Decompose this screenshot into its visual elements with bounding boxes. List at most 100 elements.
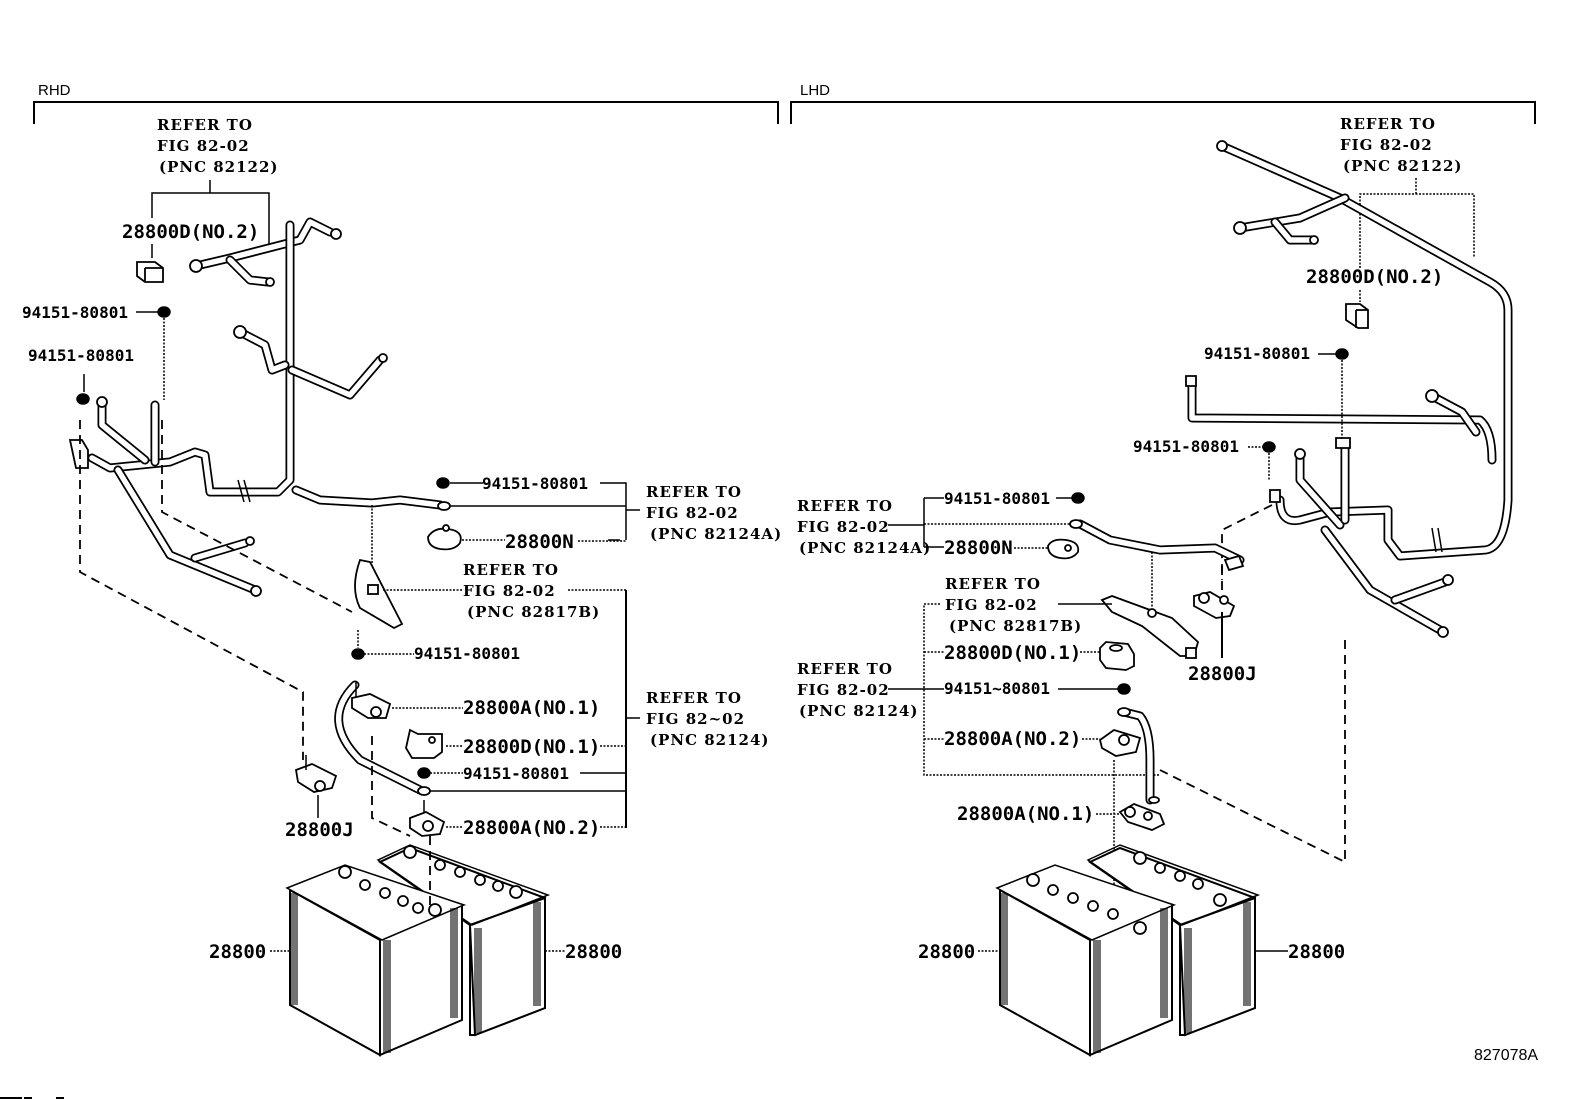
- lhd-battery-left: [995, 864, 1177, 1057]
- rhd-label-28800j[interactable]: 28800J: [285, 819, 354, 841]
- leader: [430, 772, 626, 792]
- rhd-label-nut-3[interactable]: 94151-80801: [482, 474, 588, 493]
- ref-line: (PNC 82124): [650, 731, 770, 749]
- ref-line: REFER TO: [646, 483, 742, 501]
- leader: [161, 420, 353, 613]
- ref-line: (PNC 82122): [159, 158, 279, 176]
- lhd-label-28800d-no1[interactable]: 28800D(NO.1): [944, 642, 1081, 664]
- ref-line: (PNC 82124A): [799, 539, 931, 557]
- bracket-82817b-icon: [354, 558, 404, 630]
- nut-icon: [351, 648, 365, 660]
- lhd-label-28800n[interactable]: 28800N: [944, 537, 1013, 559]
- ref-line: (PNC 82122): [1343, 157, 1463, 175]
- clamp-d2-icon: [136, 261, 164, 283]
- rhd-label-28800a-no2[interactable]: 28800A(NO.2): [463, 817, 600, 839]
- lhd-label-nut-4[interactable]: 94151~80801: [944, 679, 1050, 698]
- rhd-label-28800d-no1[interactable]: 28800D(NO.1): [463, 736, 600, 758]
- lhd-label-28800d-no2[interactable]: 28800D(NO.2): [1306, 266, 1443, 288]
- lhd-positive-cable: [1117, 707, 1160, 805]
- rhd-bracket-82124a: [450, 482, 640, 541]
- lhd-label-nut-2[interactable]: 94151-80801: [1133, 437, 1239, 456]
- lhd-ref-82122[interactable]: REFER TO FIG 82-02 (PNC 82122): [1340, 115, 1463, 175]
- lhd-battery-right: [1086, 844, 1261, 1037]
- rhd-battery-right: [376, 844, 551, 1037]
- rhd-label-nut-1[interactable]: 94151-80801: [22, 303, 128, 322]
- ref-line: FIG 82~02: [646, 710, 745, 728]
- sensor-n-icon: [427, 524, 462, 551]
- rhd-ref-82124a[interactable]: REFER TO FIG 82-02 (PNC 82124A): [646, 483, 782, 543]
- ref-line: FIG 82-02: [646, 504, 739, 522]
- nut-icon: [1335, 348, 1349, 360]
- lhd-leader-82122: [1359, 178, 1475, 268]
- rhd-section: RHD: [33, 82, 779, 124]
- rhd-title: RHD: [38, 82, 71, 99]
- rhd-label-28800d-no2[interactable]: 28800D(NO.2): [122, 221, 259, 243]
- rhd-label-battery-left[interactable]: 28800: [209, 941, 266, 963]
- lhd-section: LHD: [790, 82, 1536, 124]
- lhd-ref-82124[interactable]: REFER TO FIG 82-02 (PNC 82124): [797, 660, 919, 720]
- clamp-d1-icon: [1099, 641, 1135, 671]
- rhd-battery-left: [285, 864, 467, 1057]
- ref-line: REFER TO: [463, 561, 559, 579]
- figure-code: 827078A: [1474, 1047, 1538, 1064]
- rhd-label-nut-2[interactable]: 94151-80801: [28, 346, 134, 365]
- rhd-leader-82122: [151, 180, 270, 250]
- clamp-d1-icon: [405, 728, 443, 759]
- lhd-cable-harness: [1185, 140, 1513, 638]
- nut-icon: [1117, 683, 1131, 695]
- ref-line: REFER TO: [797, 497, 893, 515]
- rhd-label-battery-right[interactable]: 28800: [565, 941, 622, 963]
- rhd-label-nut-5[interactable]: 94151-80801: [463, 764, 569, 783]
- ref-line: FIG 82-02: [157, 137, 250, 155]
- bracket-82817b-icon: [1100, 595, 1200, 659]
- ref-line: (PNC 82817B): [949, 617, 1082, 635]
- lhd-label-28800j[interactable]: 28800J: [1188, 663, 1257, 685]
- rhd-label-28800n[interactable]: 28800N: [505, 531, 574, 553]
- lhd-cable-82124a: [1069, 519, 1245, 572]
- rhd-bracket: [33, 101, 779, 124]
- nut-icon: [1262, 441, 1276, 453]
- nut-icon: [1071, 492, 1085, 504]
- lhd-ref-82124a[interactable]: REFER TO FIG 82-02 (PNC 82124A): [797, 497, 931, 557]
- lhd-ref-82817b[interactable]: REFER TO FIG 82-02 (PNC 82817B): [945, 575, 1082, 635]
- clamp-j-icon: [1193, 591, 1236, 619]
- rhd-positive-cable: [334, 680, 431, 796]
- lhd-label-nut-3[interactable]: 94151-80801: [944, 489, 1050, 508]
- sensor-n-icon: [1047, 538, 1080, 560]
- rhd-label-nut-4[interactable]: 94151-80801: [414, 644, 520, 663]
- ref-line: FIG 82-02: [1340, 136, 1433, 154]
- leader: [1221, 504, 1273, 580]
- lhd-label-battery-right[interactable]: 28800: [1288, 941, 1345, 963]
- lhd-bracket: [790, 101, 1536, 124]
- terminal-a1-icon: [351, 682, 392, 719]
- leader: [371, 736, 411, 837]
- terminal-a2-icon: [409, 800, 446, 837]
- ref-line: (PNC 82124): [799, 702, 919, 720]
- rhd-cable-harness: [68, 217, 388, 597]
- ref-line: REFER TO: [646, 689, 742, 707]
- nut-icon: [76, 393, 90, 405]
- ref-line: FIG 82-02: [945, 596, 1038, 614]
- lhd-label-nut-1[interactable]: 94151-80801: [1204, 344, 1310, 363]
- terminal-a1-icon: [1118, 803, 1166, 831]
- rhd-ref-82817b[interactable]: REFER TO FIG 82-02 (PNC 82817B): [463, 561, 600, 621]
- rhd-ref-82122[interactable]: REFER TO FIG 82-02 (PNC 82122): [157, 116, 279, 176]
- nut-icon: [417, 767, 431, 779]
- rhd-label-28800a-no1[interactable]: 28800A(NO.1): [463, 697, 600, 719]
- ref-line: REFER TO: [945, 575, 1041, 593]
- ref-line: FIG 82-02: [797, 681, 890, 699]
- lhd-bracket-82124a: [888, 497, 944, 548]
- lhd-label-28800a-no2[interactable]: 28800A(NO.2): [944, 728, 1081, 750]
- nut-icon: [436, 477, 450, 489]
- lhd-title: LHD: [800, 82, 830, 99]
- ref-line: FIG 82-02: [797, 518, 890, 536]
- lhd-label-28800a-no1[interactable]: 28800A(NO.1): [957, 803, 1094, 825]
- lhd-label-battery-left[interactable]: 28800: [918, 941, 975, 963]
- ref-line: REFER TO: [157, 116, 253, 134]
- terminal-a2-icon: [1098, 729, 1142, 757]
- ref-line: (PNC 82817B): [467, 603, 600, 621]
- clamp-j-icon: [294, 755, 338, 793]
- rhd-cable-82124a: [291, 485, 451, 511]
- rhd-ref-82124[interactable]: REFER TO FIG 82~02 (PNC 82124): [646, 689, 770, 749]
